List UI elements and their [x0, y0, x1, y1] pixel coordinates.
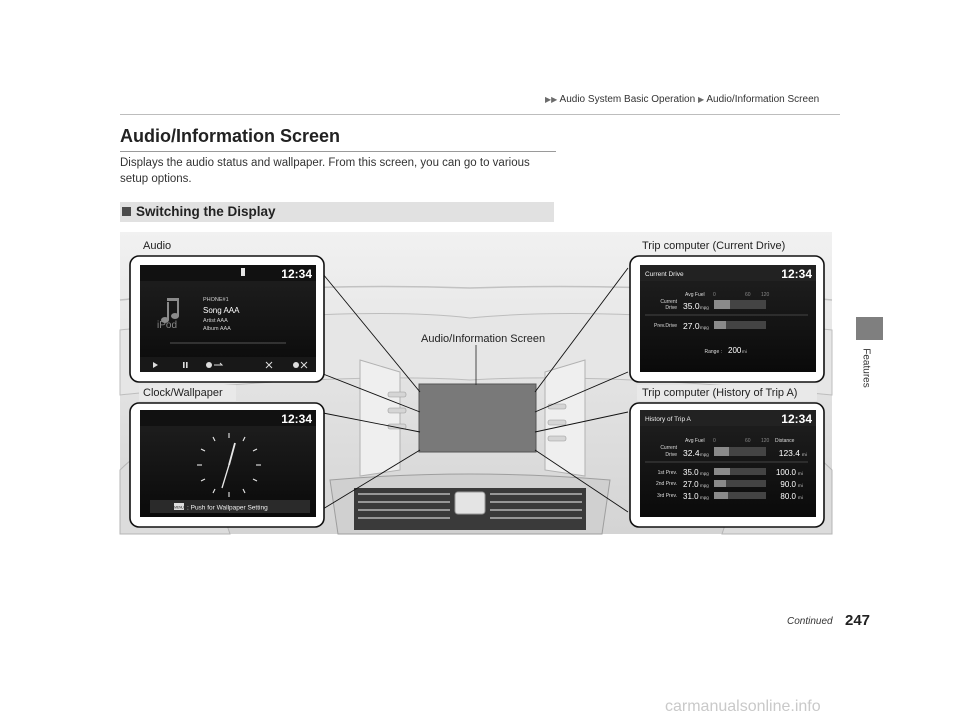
breadcrumb: ▶▶ Audio System Basic Operation ▶ Audio/… [545, 94, 819, 105]
svg-text:mpg: mpg [700, 483, 709, 488]
svg-text:12:34: 12:34 [781, 412, 812, 426]
phone-icon [241, 268, 245, 276]
history-bar [714, 492, 728, 499]
svg-text:mpg: mpg [700, 452, 709, 457]
svg-text:35.0: 35.0 [683, 301, 700, 311]
minute-hand [221, 464, 230, 489]
svg-text:120: 120 [761, 292, 770, 298]
svg-text:mi: mi [798, 471, 803, 476]
svg-text:27.0: 27.0 [683, 480, 699, 489]
svg-text:mi: mi [798, 495, 803, 500]
svg-text:MENU: MENU [174, 506, 184, 510]
svg-text:100.0: 100.0 [776, 468, 797, 477]
svg-text:Album AAA: Album AAA [203, 326, 231, 332]
svg-text:Range :: Range : [704, 349, 722, 355]
svg-text:27.0: 27.0 [683, 321, 700, 331]
svg-text:2nd Prev.: 2nd Prev. [656, 481, 677, 487]
watermark: carmanualsonline.info [665, 698, 821, 715]
svg-text:200: 200 [728, 346, 742, 355]
svg-text:Current Drive: Current Drive [645, 271, 684, 278]
ipod-logo: iPod [157, 320, 177, 331]
menu-badge-icon [174, 503, 184, 510]
current-drive-panel: Current Drive 12:34 Avg Fuel 0 60 120 Cu… [629, 255, 825, 383]
trip-history-panel: History of Trip A 12:34 Avg Fuel 0 60 12… [629, 402, 825, 528]
svg-text:Distance: Distance [775, 438, 795, 444]
clock-panel: 12:34 MENU : Push for Wallpaper Setting [129, 402, 325, 528]
svg-text:mpg: mpg [700, 325, 709, 330]
svg-text:31.0: 31.0 [683, 492, 699, 501]
breadcrumb-item: Audio/Information Screen [706, 94, 820, 105]
svg-text:mpg: mpg [700, 305, 709, 310]
svg-text:90.0: 90.0 [780, 480, 796, 489]
svg-text:Drive: Drive [665, 305, 677, 311]
svg-text:PHONE#1: PHONE#1 [203, 297, 229, 303]
clock-time: 12:34 [281, 412, 312, 426]
svg-text:60: 60 [745, 438, 751, 444]
continued-label: Continued [787, 616, 833, 627]
label-clock: Clock/Wallpaper [143, 387, 223, 399]
music-note-icon [161, 298, 179, 323]
svg-text:32.4: 32.4 [683, 448, 700, 458]
svg-text:mi: mi [798, 483, 803, 488]
svg-text:History of Trip A: History of Trip A [645, 416, 692, 423]
label-trip-history: Trip computer (History of Trip A) [642, 387, 798, 399]
svg-text:Avg Fuel: Avg Fuel [685, 292, 705, 298]
repeat-icon [206, 362, 212, 368]
svg-text:12:34: 12:34 [781, 267, 812, 281]
page-title: Audio/Information Screen [120, 126, 341, 146]
svg-text:60: 60 [745, 292, 751, 298]
svg-text:3rd Prev.: 3rd Prev. [657, 493, 677, 499]
header-rule [120, 114, 840, 115]
svg-text:mpg: mpg [700, 495, 709, 500]
svg-text:35.0: 35.0 [683, 468, 699, 477]
side-tab [856, 317, 883, 340]
section-heading-text: Switching the Display [136, 204, 276, 219]
svg-text:mpg: mpg [700, 471, 709, 476]
svg-text:mi: mi [742, 349, 747, 354]
svg-text:0: 0 [713, 292, 716, 298]
title-rule [120, 151, 556, 152]
play-icon [153, 362, 158, 368]
intro-text: Displays the audio status and wallpaper.… [120, 157, 530, 185]
breadcrumb-arrow-icon: ▶▶ [545, 95, 558, 104]
history-bar [714, 447, 729, 456]
label-screen: Audio/Information Screen [421, 333, 546, 345]
audio-panel: 12:34 iPod PHONE#1 Song AAA Artist AAA A… [129, 255, 325, 383]
page-number: 247 [845, 612, 871, 629]
svg-text:Song AAA: Song AAA [203, 306, 240, 315]
svg-text:123.4: 123.4 [779, 448, 801, 458]
section-square-icon [122, 207, 131, 216]
current-drive-fuel-bar [714, 300, 730, 309]
audio-clock: 12:34 [281, 267, 312, 281]
breadcrumb-separator-icon: ▶ [697, 95, 705, 104]
shuffle-all-icon [293, 362, 299, 368]
history-bar [714, 468, 730, 475]
svg-text:Drive: Drive [665, 452, 677, 458]
breadcrumb-item: Audio System Basic Operation [559, 94, 696, 105]
section-heading: Switching the Display [120, 202, 554, 222]
pause-icon [183, 362, 185, 368]
svg-text:Artist AAA: Artist AAA [203, 318, 228, 324]
prev-drive-fuel-bar [714, 321, 726, 329]
svg-text:mi: mi [802, 452, 807, 457]
svg-text:Prev.Drive: Prev.Drive [654, 323, 677, 329]
side-tab-label: Features [860, 348, 872, 388]
svg-text:Current: Current [660, 445, 677, 451]
svg-text:Current: Current [660, 299, 677, 305]
center-display [418, 383, 537, 453]
label-audio: Audio [143, 240, 172, 252]
history-bar [714, 480, 726, 487]
svg-text:: Push for Wallpaper Setting: : Push for Wallpaper Setting [187, 505, 268, 512]
analog-clock [197, 433, 261, 497]
svg-text:1st Prev.: 1st Prev. [658, 470, 677, 476]
svg-text:80.0: 80.0 [780, 492, 796, 501]
svg-text:120: 120 [761, 438, 770, 444]
hour-hand [228, 442, 236, 466]
svg-text:0: 0 [713, 438, 716, 444]
shuffle-icon [265, 361, 273, 369]
svg-text:Avg Fuel: Avg Fuel [685, 438, 705, 444]
label-trip-current: Trip computer (Current Drive) [642, 240, 786, 252]
